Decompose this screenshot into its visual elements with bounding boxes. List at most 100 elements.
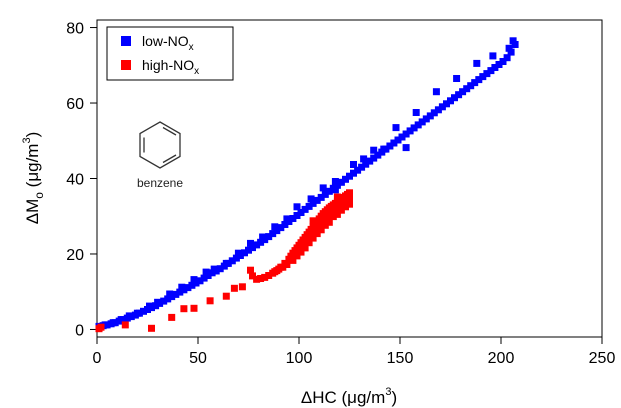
data-point [283,261,291,268]
data-point [447,97,454,105]
data-point [337,206,345,214]
data-point [289,215,297,222]
data-point [321,213,329,221]
data-point [331,205,339,213]
x-tick-label: 250 [589,350,616,367]
data-point [247,239,254,247]
data-point [346,172,353,180]
data-point [97,323,105,331]
data-point [146,302,153,310]
data-points [95,37,519,333]
data-point [309,217,317,225]
legend-label-low-nox: low-NOx [142,33,194,53]
data-point [402,130,410,138]
data-point [301,205,309,213]
y-axis-label: ΔMo (μg/m3) [21,132,46,225]
data-point [313,230,321,238]
data-point [402,144,410,152]
y-tick-label: 0 [75,322,84,339]
data-point [410,124,418,132]
data-point [362,160,370,168]
data-point [489,52,497,60]
data-point [333,210,341,218]
data-point [360,155,368,163]
data-point [297,248,305,256]
data-point [366,157,374,165]
data-point [172,290,180,298]
data-point [418,118,426,126]
legend-marker-low-nox [121,36,131,46]
data-point [479,73,487,81]
data-point [317,193,325,201]
data-point [222,259,230,267]
data-point [438,103,446,111]
data-point [507,48,515,56]
data-point [331,178,339,185]
data-point [430,109,438,117]
data-point [432,88,440,96]
benzene-annotation: benzene [137,121,183,190]
data-point [346,194,353,202]
data-point [234,249,242,257]
data-point [230,284,238,292]
data-point [166,290,174,298]
data-point [238,283,246,291]
data-point [354,166,362,174]
data-point [117,316,125,324]
data-point [491,64,499,71]
legend-label-high-nox: high-NOx [142,57,199,77]
data-point [325,218,333,226]
series-low-nox [95,37,519,330]
data-point [475,76,483,84]
data-point [271,268,279,276]
data-point [426,112,434,120]
data-point [398,133,406,141]
data-point [414,121,422,129]
data-point [342,175,349,183]
data-point [467,82,475,90]
data-point [329,213,337,221]
data-point [200,274,208,282]
data-point [241,249,248,257]
data-point [331,186,339,194]
data-point [321,190,329,198]
benzene-ring-icon [139,121,181,169]
data-point [503,54,511,62]
data-point [325,187,333,195]
y-tick-label: 60 [66,96,84,113]
data-point [232,254,240,262]
data-point [346,200,353,208]
data-point [406,127,414,135]
data-point [125,312,133,320]
data-point [184,284,192,292]
x-axis-label: ΔHC (μg/m3) [301,386,397,407]
series-high-nox [95,189,353,333]
data-point [471,79,479,87]
data-point [265,272,273,279]
data-point [190,304,198,312]
data-point [154,298,162,306]
data-point [313,196,321,204]
data-point [333,193,341,201]
benzene-label: benzene [137,176,183,190]
data-point [247,266,254,274]
data-point [307,195,315,203]
data-point [443,100,450,108]
data-point [370,146,378,154]
x-tick-label: 50 [189,350,207,367]
data-point [121,321,129,329]
legend-box [106,26,234,81]
data-point [358,163,366,171]
data-point [283,215,291,223]
data-point [293,203,301,211]
data-point [511,41,519,48]
data-point [394,136,402,144]
data-point [495,61,503,68]
data-point [180,305,188,313]
x-tick-label: 150 [387,350,414,367]
data-point [422,115,430,123]
data-point [140,307,147,315]
data-point [148,324,155,332]
x-tick-label: 200 [488,350,515,367]
